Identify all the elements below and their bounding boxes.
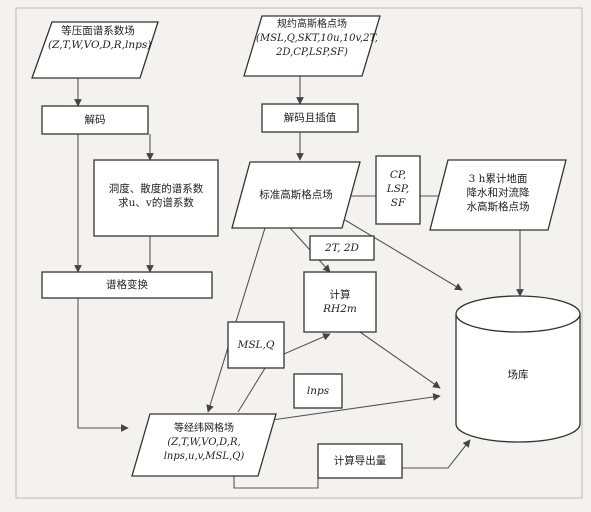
edge-gauss-to-db <box>344 219 463 291</box>
latlon-grid-title: 等经纬网格场 <box>174 423 234 434</box>
precip-vars-text: CP, LSP, SF <box>376 168 420 210</box>
node-derived-calc <box>317 443 403 479</box>
node-decode-interp <box>261 103 359 133</box>
precip-field-line2: 降水和对流降 <box>466 187 530 199</box>
rh-calc-line1: 计算 <box>329 289 351 301</box>
node-database <box>455 295 581 443</box>
decode-text: 解码 <box>84 114 106 126</box>
node-msl-q-label <box>227 321 285 369</box>
humidity-calc-text: 洞度、散度的谱系数 求u、v的谱系数 <box>94 182 218 210</box>
derived-calc-text: 计算导出量 <box>333 455 387 467</box>
model-field-vars-1: (MSL,Q,SKT,10u,10v,2T, <box>256 33 378 44</box>
node-decode <box>41 105 149 135</box>
node-precip-vars <box>375 155 421 225</box>
edge-latlon-to-derived <box>233 470 319 489</box>
edge-rh-to-db <box>359 331 441 389</box>
lnps-text: lnps <box>306 385 330 397</box>
humidity-calc-line2: 求u、v的谱系数 <box>118 197 194 209</box>
t2d-text: 2T, 2D <box>325 242 359 254</box>
precip-var-sf: SF <box>390 197 406 209</box>
precip-field-text: 3 h累计地面 降水和对流降 水高斯格点场 <box>440 172 556 214</box>
node-precip-field <box>429 159 567 231</box>
node-latlon-grid <box>131 413 277 477</box>
latlon-grid-text: 等经纬网格场 (Z,T,W,VO,D,R, lnps,u,v,MSL,Q) <box>140 422 268 464</box>
precip-var-cp: CP, <box>389 169 407 181</box>
precip-var-lsp: LSP, <box>386 183 410 195</box>
node-gauss-grid <box>231 161 361 229</box>
edge-latlon-to-db <box>257 393 441 423</box>
node-model-field <box>243 15 381 77</box>
pressure-field-title: 等压面谱系数场 <box>61 25 135 37</box>
msl-q-text: MSL,Q <box>237 339 275 351</box>
pressure-field-text: 等压面谱系数场 (Z,T,W,VO,D,R,lnps) <box>48 24 152 52</box>
latlon-grid-vars-2: lnps,u,v,MSL,Q) <box>163 451 245 462</box>
edge-derived-to-db <box>390 439 471 469</box>
node-humidity-calc <box>93 159 219 237</box>
decode-interp-text: 解码且插值 <box>283 112 337 124</box>
rh-calc-line2: RH2m <box>323 303 357 315</box>
node-spectral-transform <box>41 271 213 299</box>
diagram-frame <box>15 7 583 499</box>
node-t2d-label <box>309 235 375 261</box>
pressure-field-vars: (Z,T,W,VO,D,R,lnps) <box>48 39 152 51</box>
node-lnps-label <box>293 373 343 409</box>
database-text: 场库 <box>507 369 529 381</box>
edge-gauss-to-latlon <box>206 227 266 413</box>
model-field-text: 规约高斯格点场 (MSL,Q,SKT,10u,10v,2T, 2D,CP,LSP… <box>256 18 378 60</box>
precip-field-line1: 3 h累计地面 <box>468 173 528 185</box>
gauss-grid-text: 标准高斯格点场 <box>259 189 333 201</box>
rh-calc-text: 计算 RH2m <box>304 288 376 316</box>
node-pressure-field <box>31 21 159 79</box>
spectral-transform-text: 谱格变换 <box>106 279 148 291</box>
model-field-title: 规约高斯格点场 <box>277 19 347 30</box>
latlon-grid-vars-1: (Z,T,W,VO,D,R, <box>167 437 241 448</box>
edge-transform-to-latlon <box>77 298 129 432</box>
humidity-calc-line1: 洞度、散度的谱系数 <box>108 183 204 195</box>
model-field-vars-2: 2D,CP,LSP,SF) <box>276 47 348 58</box>
precip-field-line3: 水高斯格点场 <box>466 201 530 213</box>
node-rh-calc <box>303 271 377 333</box>
